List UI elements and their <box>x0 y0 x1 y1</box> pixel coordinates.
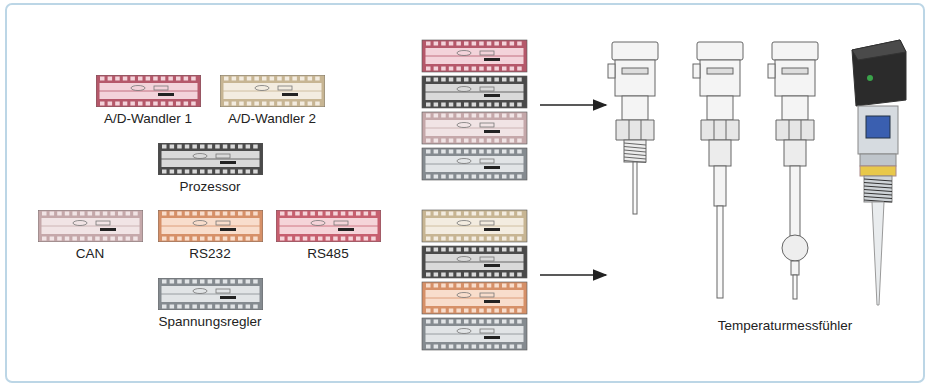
chip-node: RS485 <box>276 210 381 261</box>
sensor-short <box>608 42 658 214</box>
chip-node: CAN <box>38 210 143 261</box>
sensor-long <box>693 42 743 298</box>
chip-label: A/D-Wandler 2 <box>220 111 325 126</box>
sensor-ball <box>768 42 818 299</box>
chip-label: CAN <box>38 246 143 261</box>
chip-node: Prozessor <box>158 143 263 194</box>
chip-label: Spannungsregler <box>156 314 265 329</box>
chip-stacks <box>422 40 527 350</box>
chip-icon <box>158 143 263 175</box>
chip-icon <box>158 210 263 242</box>
chip-node: Spannungsregler <box>156 278 265 329</box>
chip-label: RS485 <box>276 246 381 261</box>
caption-label: Temperaturmessfühler <box>718 318 852 333</box>
sensor-dark-head <box>852 40 906 305</box>
chip-label: A/D-Wandler 1 <box>96 111 201 126</box>
chip-node: A/D-Wandler 1 <box>96 75 201 126</box>
arrow <box>540 274 606 276</box>
chip-icon <box>276 210 381 242</box>
chip-node: RS232 <box>158 210 263 261</box>
chip-icon <box>220 75 325 107</box>
chip-icon <box>38 210 143 242</box>
frame <box>6 4 924 382</box>
chip-node: A/D-Wandler 2 <box>220 75 325 126</box>
arrow <box>540 104 606 106</box>
chip-label: RS232 <box>158 246 263 261</box>
chip-label: Prozessor <box>158 179 263 194</box>
chip-icon <box>96 75 201 107</box>
chip-icon <box>158 278 263 310</box>
